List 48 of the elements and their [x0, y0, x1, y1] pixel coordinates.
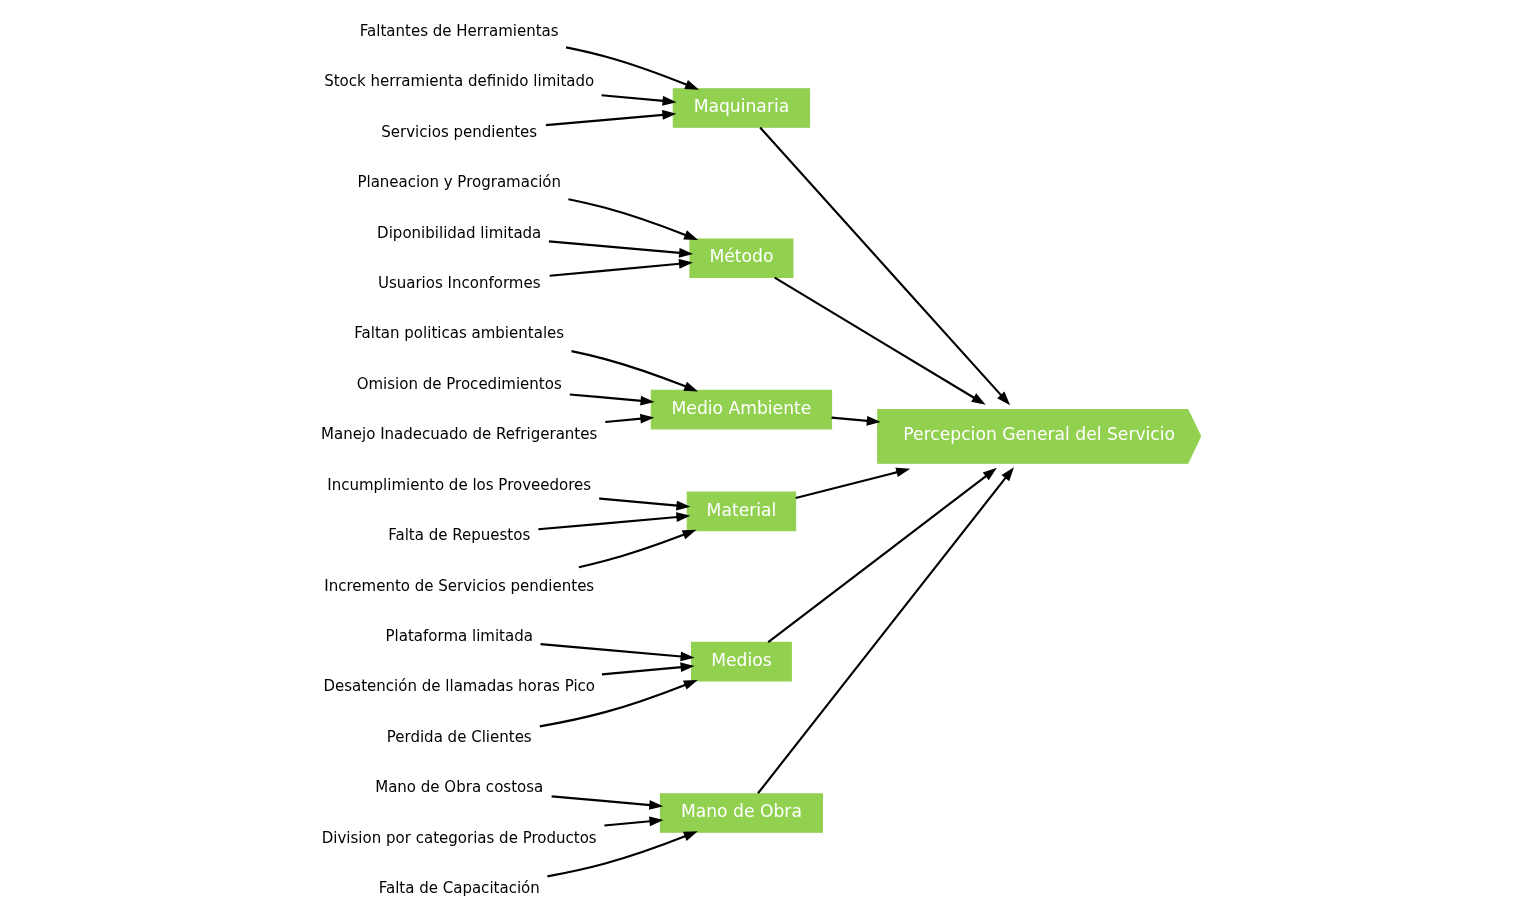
- arrow: [578, 529, 697, 569]
- node-box: Método: [689, 238, 794, 279]
- node-text: Usuarios Inconformes: [377, 273, 541, 292]
- arrow: [599, 497, 691, 511]
- arrow: [545, 110, 677, 127]
- node-text: Plataforma limitada: [385, 626, 533, 645]
- node-text: Faltan politicas ambientales: [354, 324, 565, 343]
- arrow: [549, 259, 693, 277]
- node-text: Falta de Capacitación: [378, 879, 540, 898]
- arrow: [601, 94, 677, 106]
- arrow: [601, 662, 695, 676]
- arrow: [569, 393, 655, 406]
- arrow: [571, 350, 699, 392]
- arrow: [565, 46, 700, 90]
- arrow: [540, 643, 695, 662]
- arrow: [539, 679, 698, 728]
- arrow: [605, 413, 655, 424]
- node-text: Omision de Procedimientos: [356, 374, 562, 393]
- arrow: [831, 415, 881, 426]
- node-box: Maquinaria: [672, 88, 811, 128]
- arrow: [795, 467, 911, 499]
- arrow: [757, 467, 1014, 794]
- node-text: Incremento de Servicios pendientes: [324, 576, 595, 595]
- node-text: Desatención de llamadas horas Pico: [323, 677, 596, 696]
- arrow: [547, 831, 698, 878]
- node-text: Division por categorias de Productos: [321, 828, 597, 847]
- arrow: [548, 240, 694, 258]
- node-box: Medio Ambiente: [650, 389, 833, 430]
- node-text: Stock herramienta definido limitado: [324, 72, 595, 91]
- arrow: [604, 816, 664, 827]
- arrow: [767, 467, 997, 643]
- node-text: Faltantes de Herramientas: [359, 21, 559, 40]
- node-text: Planeacion y Programación: [357, 173, 562, 192]
- arrow: [538, 512, 691, 531]
- arrow: [568, 198, 699, 241]
- arrow: [759, 126, 1011, 406]
- node-box: Mano de Obra: [659, 793, 823, 833]
- node-text: Servicios pendientes: [381, 122, 538, 141]
- node-text: Mano de Obra costosa: [375, 778, 544, 797]
- node-text: Diponibilidad limitada: [377, 223, 542, 242]
- node-box: Medios: [691, 641, 792, 682]
- arrow: [774, 276, 986, 405]
- node-text: Incumplimiento de los Proveedores: [327, 475, 592, 494]
- node-box: Material: [686, 491, 797, 532]
- node-text: Falta de Repuestos: [388, 526, 531, 545]
- arrow: [551, 795, 664, 810]
- node-text: Manejo Inadecuado de Refrigerantes: [321, 425, 598, 444]
- node-text: Perdida de Clientes: [386, 727, 532, 746]
